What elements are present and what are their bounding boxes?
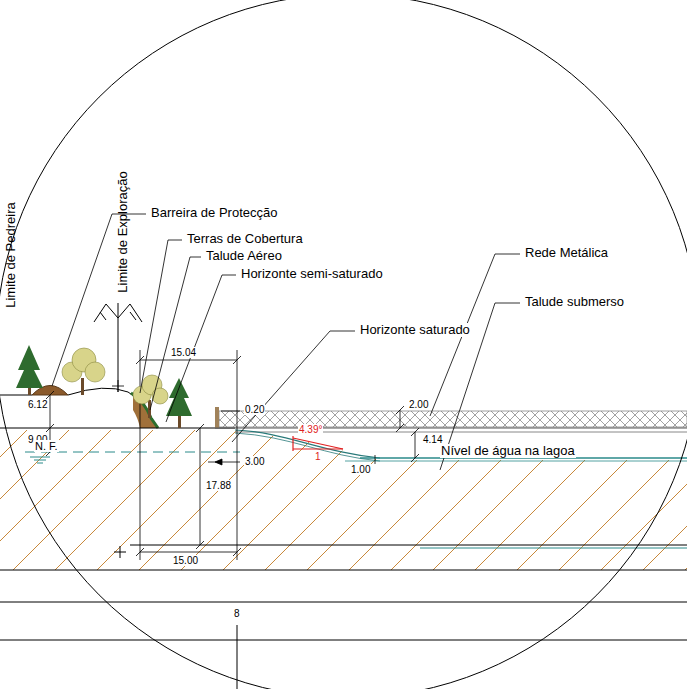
soil-hatch bbox=[0, 425, 687, 575]
drawing-polyline bbox=[166, 275, 236, 422]
drawing-path bbox=[411, 428, 419, 462]
drawing-path bbox=[114, 546, 126, 558]
drawing-line bbox=[375, 455, 376, 464]
drawing-line bbox=[140, 350, 141, 560]
drawing-polyline bbox=[232, 331, 355, 442]
hatch-line bbox=[8, 425, 158, 575]
dimension-label: 6.12 bbox=[27, 399, 48, 410]
trees bbox=[16, 345, 192, 428]
drawing-circle bbox=[85, 362, 105, 382]
drawing-line bbox=[415, 432, 416, 458]
part-label: Horizonte semi-saturado bbox=[240, 267, 384, 281]
drawing-path bbox=[166, 378, 192, 416]
drawing-line bbox=[100, 312, 106, 320]
hatch-line bbox=[50, 425, 200, 575]
drawing-rect bbox=[215, 407, 219, 428]
drawing-line bbox=[0, 602, 687, 603]
drawing-line bbox=[215, 428, 687, 429]
drawing-rect bbox=[81, 378, 84, 395]
drawing-path bbox=[0, 395, 32, 396]
drawing-line bbox=[293, 438, 343, 449]
hatch-line bbox=[428, 425, 578, 575]
part-label: Rede Metálica bbox=[524, 246, 609, 260]
dimension-label: 15.04 bbox=[170, 347, 197, 358]
hatch-line bbox=[596, 425, 687, 575]
slope-mark bbox=[293, 436, 343, 451]
part-label: Barreira de Protecção bbox=[150, 206, 278, 220]
lagoon-water bbox=[25, 430, 687, 463]
drawing-line bbox=[0, 640, 687, 641]
drawing-path bbox=[215, 459, 222, 465]
hatch-line bbox=[260, 425, 410, 575]
dimension-label: 15.00 bbox=[172, 555, 199, 566]
drawing-line bbox=[237, 350, 238, 560]
exploration-limit-label: Limite de Exploração bbox=[116, 170, 130, 293]
quarry-limit-label: Limite de Pedreira bbox=[4, 201, 18, 309]
strata-lines bbox=[0, 545, 687, 689]
part-label: Horizonte saturado bbox=[359, 323, 471, 337]
drawing-line bbox=[0, 570, 687, 571]
drawing-path bbox=[396, 406, 404, 432]
part-label: Talude submerso bbox=[524, 295, 625, 309]
drawing-line bbox=[420, 548, 687, 549]
drawing-polyline bbox=[52, 214, 146, 386]
slope-ratio-label: 1 bbox=[314, 451, 322, 462]
metal-net bbox=[215, 407, 687, 432]
drawing-polyline bbox=[94, 304, 118, 322]
hatch-line bbox=[0, 425, 32, 575]
drawing-polyline bbox=[118, 304, 142, 322]
drawing-rect bbox=[178, 416, 181, 428]
drawing-line bbox=[400, 410, 401, 428]
drawing-line bbox=[345, 461, 687, 462]
hatch-line bbox=[638, 425, 687, 575]
dimension-label: 17.88 bbox=[205, 480, 232, 491]
drawing-circle bbox=[152, 388, 168, 404]
callout-number: 8 bbox=[233, 608, 241, 619]
slope-angle-label: 4.39° bbox=[298, 424, 323, 435]
drawing-line bbox=[292, 436, 293, 451]
drawing-path bbox=[30, 457, 50, 463]
drawing-rect bbox=[219, 411, 687, 427]
drawing-line bbox=[130, 312, 136, 320]
drawing-line bbox=[118, 303, 119, 392]
drawing-path bbox=[16, 345, 43, 388]
dimension-label: 2.00 bbox=[408, 399, 429, 410]
drawing-line bbox=[208, 462, 240, 463]
drawing-line bbox=[200, 428, 201, 545]
hatch-line bbox=[176, 425, 326, 575]
hatch-line bbox=[218, 425, 368, 575]
part-label: Talude Aéreo bbox=[205, 249, 283, 263]
drawing-line bbox=[140, 360, 237, 361]
drawing-polyline bbox=[150, 257, 201, 410]
hatch-line bbox=[0, 425, 116, 575]
dimension-label: 3.00 bbox=[244, 456, 265, 467]
drawing-line bbox=[140, 552, 237, 553]
hatch-line bbox=[134, 425, 284, 575]
drawing-polyline bbox=[140, 240, 182, 393]
dimension-label: 0.20 bbox=[244, 404, 265, 415]
part-label: Terras de Cobertura bbox=[186, 232, 304, 246]
drawing-line bbox=[293, 448, 343, 449]
hatch-line bbox=[92, 425, 242, 575]
drawing-line bbox=[130, 545, 687, 546]
water-table-label: N. F. bbox=[34, 440, 59, 452]
water-level-label: Nível de água na lagoa bbox=[440, 444, 576, 458]
drawing-path bbox=[196, 424, 204, 549]
hatch-line bbox=[680, 425, 687, 575]
drawing-line bbox=[221, 411, 240, 412]
dimension-lines bbox=[46, 350, 419, 560]
dimension-label: 1.00 bbox=[350, 464, 371, 475]
